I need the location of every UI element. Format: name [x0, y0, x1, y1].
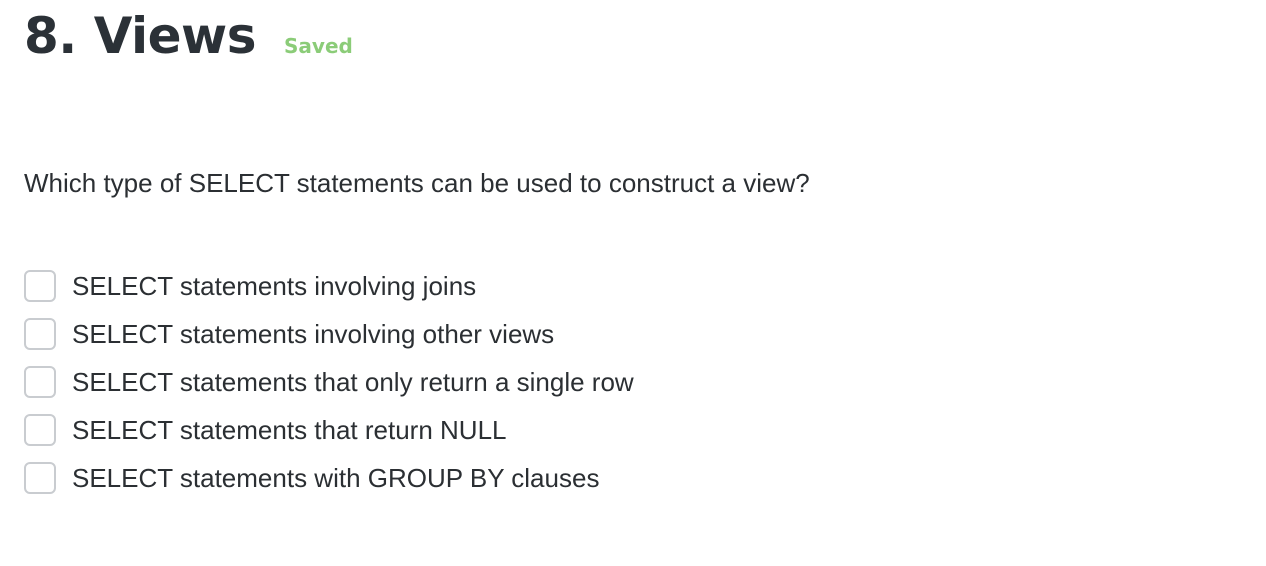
- quiz-page: 8. Views Saved Which type of SELECT stat…: [24, 0, 1242, 566]
- question-text: Which type of SELECT statements can be u…: [24, 168, 810, 198]
- checkbox[interactable]: [24, 270, 56, 302]
- answer-option-label[interactable]: SELECT statements involving other views: [72, 319, 555, 349]
- answer-option-label[interactable]: SELECT statements that return NULL: [72, 415, 507, 445]
- answer-options-list: SELECT statements involving joins SELECT…: [24, 262, 634, 502]
- answer-option-label[interactable]: SELECT statements involving joins: [72, 271, 477, 301]
- checkbox[interactable]: [24, 462, 56, 494]
- answer-option-group-by[interactable]: SELECT statements with GROUP BY clauses: [24, 454, 634, 502]
- checkbox[interactable]: [24, 414, 56, 446]
- answer-option-single-row[interactable]: SELECT statements that only return a sin…: [24, 358, 634, 406]
- answer-option-label[interactable]: SELECT statements with GROUP BY clauses: [72, 463, 600, 493]
- checkbox[interactable]: [24, 318, 56, 350]
- saved-status-badge: Saved: [284, 34, 353, 58]
- answer-option-label[interactable]: SELECT statements that only return a sin…: [72, 367, 634, 397]
- answer-option-other-views[interactable]: SELECT statements involving other views: [24, 310, 634, 358]
- answer-option-joins[interactable]: SELECT statements involving joins: [24, 262, 634, 310]
- quiz-header: 8. Views Saved: [24, 4, 1242, 68]
- checkbox[interactable]: [24, 366, 56, 398]
- page-title: 8. Views: [24, 7, 257, 65]
- answer-option-return-null[interactable]: SELECT statements that return NULL: [24, 406, 634, 454]
